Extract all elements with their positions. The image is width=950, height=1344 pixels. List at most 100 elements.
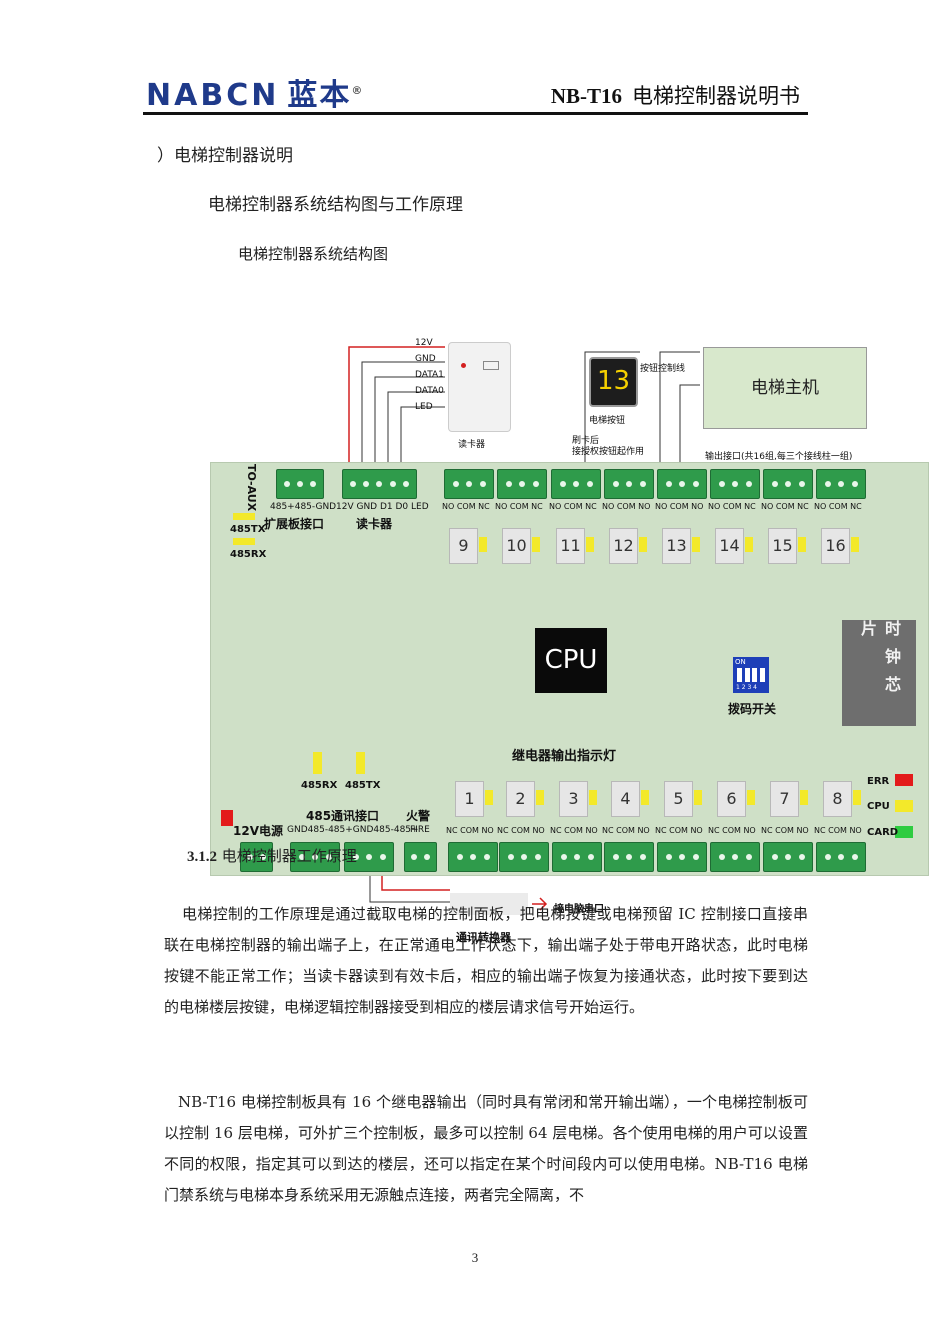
comm-pins: GND485-485+GND485-485+ (287, 825, 419, 835)
lower-terminal (552, 842, 602, 872)
dip-nums: 1 2 3 4 (736, 684, 757, 691)
upper-pin-label: NO COM NC (708, 502, 756, 511)
upper-pin-label: NO COM NC (814, 502, 862, 511)
relay-upper: 9 (449, 528, 478, 564)
converter-box (450, 893, 528, 915)
lower-terminal (657, 842, 707, 872)
card-label: CARD (867, 827, 899, 838)
sub-heading: 3.1.2 电梯控制器工作原理 (187, 845, 357, 866)
wire-12v: 12V (415, 338, 433, 348)
relay-indicator-led (532, 537, 540, 552)
wire-data1: DATA1 (415, 370, 444, 380)
relay-indicator-led (853, 790, 861, 805)
relay-lower: 3 (559, 781, 588, 817)
swipe-note-2: 接授权按钮起作用 (572, 447, 645, 457)
relay-lower: 4 (611, 781, 640, 817)
reader-caption: 读卡器 (458, 440, 486, 450)
relay-lower: 7 (770, 781, 799, 817)
relay-indicator-led (747, 790, 755, 805)
relay-indicator-led (536, 790, 544, 805)
lower-terminal (604, 842, 654, 872)
fire-terminal (404, 842, 437, 872)
lower-pin-label: NC COM NO (655, 826, 703, 835)
cpu-led-label: CPU (867, 801, 890, 812)
lower-pin-label: NC COM NO (814, 826, 862, 835)
relay-indicator-led (639, 537, 647, 552)
power-label: 12V电源 (233, 824, 283, 838)
converter-label: 通讯转换器 (456, 931, 511, 944)
tx2-label: 485TX (345, 780, 381, 791)
relay-indicator-led (641, 790, 649, 805)
lower-terminal (763, 842, 813, 872)
relay-indicator-led (479, 537, 487, 552)
lower-pin-label: NC COM NO (708, 826, 756, 835)
relay-upper: 10 (502, 528, 531, 564)
upper-pin-label: NO COM NC (495, 502, 543, 511)
lower-terminal (710, 842, 760, 872)
upper-terminal (657, 469, 707, 499)
comm-terminal-a (290, 842, 340, 872)
reader-wire-labels: 12V GND DATA1 DATA0 LED (415, 335, 444, 415)
upper-terminal (551, 469, 601, 499)
sub-heading-num: 3.1.2 (187, 849, 217, 865)
upper-pin-label: NO COM NO (602, 502, 651, 511)
relay-indicator-led (851, 537, 859, 552)
button-caption: 电梯按钮 (589, 416, 626, 426)
comm-port-label: 485通讯接口 (306, 809, 380, 823)
elevator-host-box: 电梯主机 (703, 347, 867, 429)
lower-terminal (499, 842, 549, 872)
err-label: ERR (867, 776, 890, 787)
doc-model: NB-T16 (550, 84, 622, 108)
wire-data0: DATA0 (415, 386, 444, 396)
relay-indicator-led (800, 790, 808, 805)
ext-port-label: 扩展板接口 (264, 517, 325, 531)
wire-gnd: GND (415, 354, 436, 364)
output-note: 输出接口(共16组,每三个接线柱一组) (705, 452, 853, 462)
wire-led: LED (415, 402, 433, 412)
card-led (895, 826, 913, 838)
relay-indicator-led (745, 537, 753, 552)
pc-port-label: 接电脑串口 (554, 904, 604, 915)
relay-lower: 1 (455, 781, 484, 817)
swipe-note: 刷卡后 接授权按钮起作用 (572, 436, 644, 458)
button-wire-label: 按钮控制线 (640, 364, 686, 374)
upper-pin-label: NO COM NC (761, 502, 809, 511)
relay-indicator-led (798, 537, 806, 552)
upper-terminal (497, 469, 547, 499)
tx-label: 485TX (230, 524, 266, 535)
upper-pin-label: NO COM NO (655, 502, 704, 511)
relay-upper: 13 (662, 528, 691, 564)
upper-terminal (763, 469, 813, 499)
swipe-note-1: 刷卡后 (572, 436, 600, 446)
dip-label: 拨码开关 (728, 702, 777, 716)
relay-lower: 2 (506, 781, 535, 817)
sub-heading-text: 电梯控制器工作原理 (221, 847, 357, 865)
registered-mark: ® (351, 84, 366, 97)
upper-terminal (604, 469, 654, 499)
relay-upper: 11 (556, 528, 585, 564)
relay-lower: 8 (823, 781, 852, 817)
lower-pin-label: NC COM NO (446, 826, 494, 835)
upper-pin-label: NO COM NC (442, 502, 490, 511)
rx-led (233, 538, 255, 545)
power-terminal (240, 842, 273, 872)
dip-on: ON (735, 658, 746, 666)
paragraph-2: NB-T16 电梯控制板具有 16 个继电器输出（同时具有常闭和常开输出端），一… (164, 1093, 808, 1204)
relay-indicator-led (692, 537, 700, 552)
tx2-led (356, 752, 365, 774)
clock-chip: 时钟芯片 (842, 620, 916, 726)
lower-terminal (816, 842, 866, 872)
upper-terminal (816, 469, 866, 499)
relay-indicator-led (589, 790, 597, 805)
card-reader-device (448, 342, 511, 432)
power-led (221, 810, 233, 826)
reader-port-label: 读卡器 (356, 517, 393, 531)
rx2-led (313, 752, 322, 774)
header-rule (143, 112, 808, 115)
rx-label: 485RX (230, 549, 267, 560)
lower-pin-label: NC COM NO (550, 826, 598, 835)
err-led (895, 774, 913, 786)
relay-upper: 14 (715, 528, 744, 564)
indicator-label: 继电器输出指示灯 (512, 749, 617, 764)
